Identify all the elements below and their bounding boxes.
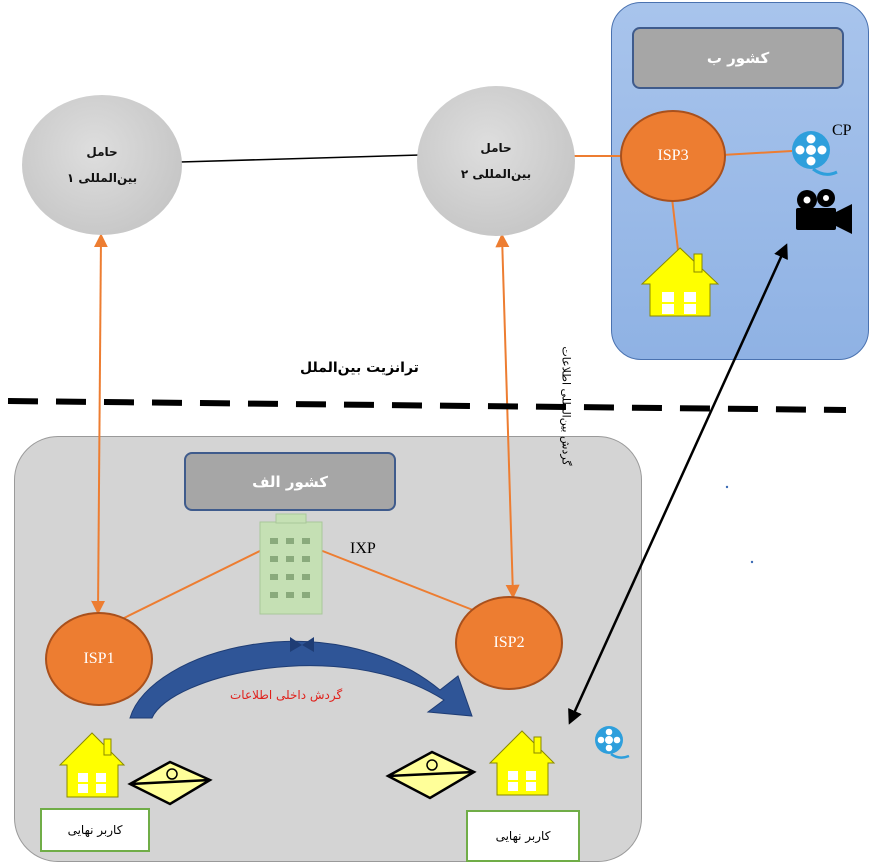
dot [725,485,729,489]
domestic-flow-label: گردش داخلی اطلاعات [230,688,343,702]
domestic-flow-arrow [129,640,473,719]
isp2-ixp-link [319,549,479,613]
isp2-node: ISP2 [455,596,563,690]
international-transit-label: ترانزیت بین‌الملل [300,360,419,376]
isp3-node: ISP3 [620,110,726,202]
international-carrier-2: حامل بین‌المللی ۲ [417,86,575,236]
isp3-house-link [671,197,679,251]
international-flow-text: گردش بین‌المللی اطلاعات [559,346,573,466]
international-carrier-1: حامل بین‌المللی ۱ [22,95,182,235]
country-b-label: کشور ب [632,27,844,89]
isp1-node: ISP1 [45,612,153,706]
isp1-ixp-link [119,547,267,621]
ixp-label: IXP [350,540,376,557]
carrier-2-line2: بین‌المللی ۲ [460,167,532,181]
end-user-left-box: کاربر نهایی [40,808,150,852]
dot [750,560,754,564]
isp1-carrier1-arrow [91,233,108,615]
international-flow-arrow [568,243,788,725]
carrier-2-line1: حامل [480,141,512,155]
carrier-1-line2: بین‌المللی ۱ [66,171,138,185]
isp2-carrier2-arrow [495,233,520,599]
cp-label: CP [832,122,852,139]
isp3-cp-link [721,150,793,156]
country-a-label: کشور الف [184,452,396,511]
carrier-1-line1: حامل [86,145,118,159]
arrow-midpoint-mark [290,637,314,652]
carrier-link [179,154,421,163]
end-user-right-box: کاربر نهایی [466,810,580,862]
